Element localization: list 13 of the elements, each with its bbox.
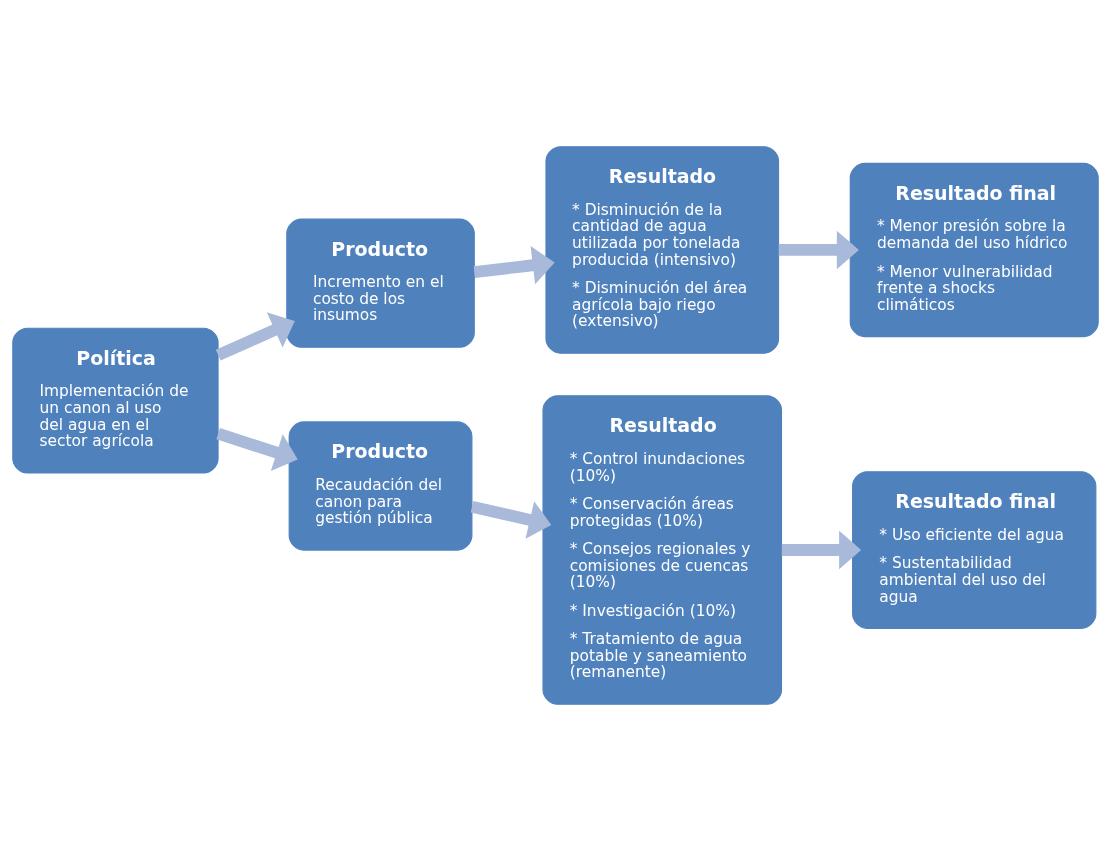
- arrow: [473, 246, 555, 285]
- node-box: Producto Incremento en el costo de los insumos: [286, 218, 475, 348]
- arrow: [216, 427, 298, 471]
- node-box: Resultado * Control inundaciones (10%) * Conservación áreas protegidas (10%) * Consejos regionales y comisiones de cuencas (10%) * Investigación (10%) * Tratamiento de agua potable y saneamiento (remanente): [542, 395, 783, 705]
- node-box: Resultado * Disminución de la cantidad de agua utilizada por tonelada producida (intensivo) * Disminución del área agrícola bajo riego (extensivo): [545, 146, 780, 354]
- node-box: Resultado final * Menor presión sobre la demanda del uso hídrico * Menor vulnerabilidad frente a shocks climáticos: [849, 162, 1099, 338]
- node-box: Política Implementación de un canon al uso del agua en el sector agrícola: [12, 327, 219, 474]
- arrow: [215, 312, 295, 361]
- node-box: Producto Recaudación del canon para gestión pública: [288, 421, 473, 551]
- node-box: Resultado final * Uso eficiente del agua * Sustentabilidad ambiental del uso del agua: [852, 471, 1097, 629]
- arrow: [781, 530, 862, 570]
- arrow: [778, 230, 859, 270]
- arrow: [470, 500, 552, 539]
